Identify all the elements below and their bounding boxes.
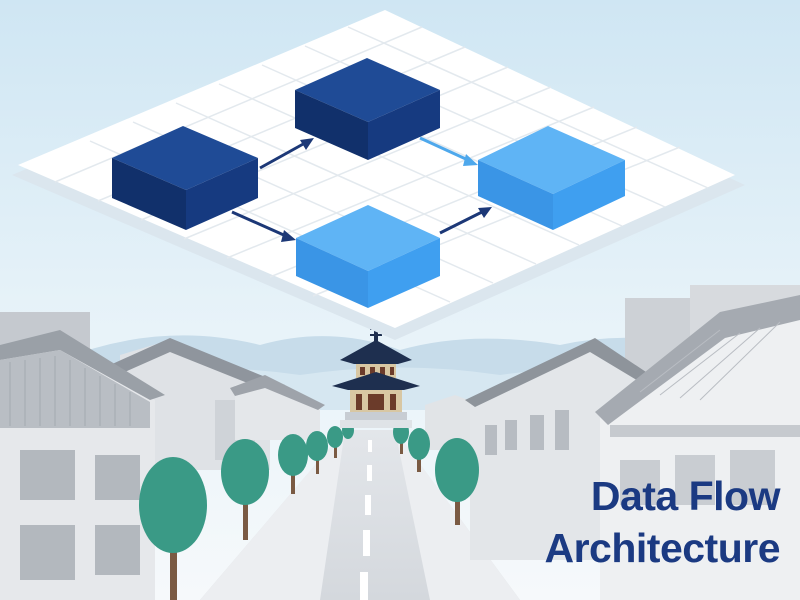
title-line-2: Architecture [544, 525, 780, 571]
tree [221, 439, 269, 540]
process-blocks [112, 58, 625, 308]
flow-arrow [259, 138, 314, 170]
flow-arrows [231, 136, 492, 242]
buildings-right [425, 285, 800, 600]
flow-arrow [439, 207, 492, 235]
tree [435, 438, 479, 525]
flow-arrow [231, 210, 296, 242]
tree [306, 431, 328, 474]
tree [327, 426, 343, 458]
process-block [478, 126, 625, 230]
tree [139, 457, 207, 600]
buildings-left [0, 312, 325, 600]
tree [278, 434, 308, 494]
page-title: Data Flow Architecture [480, 470, 780, 574]
process-block [112, 126, 258, 230]
tree [408, 428, 430, 472]
title-line-1: Data Flow [590, 473, 781, 519]
process-block [295, 58, 440, 160]
street-trees [139, 420, 479, 600]
flow-arrow [419, 136, 478, 166]
process-block [296, 205, 440, 308]
